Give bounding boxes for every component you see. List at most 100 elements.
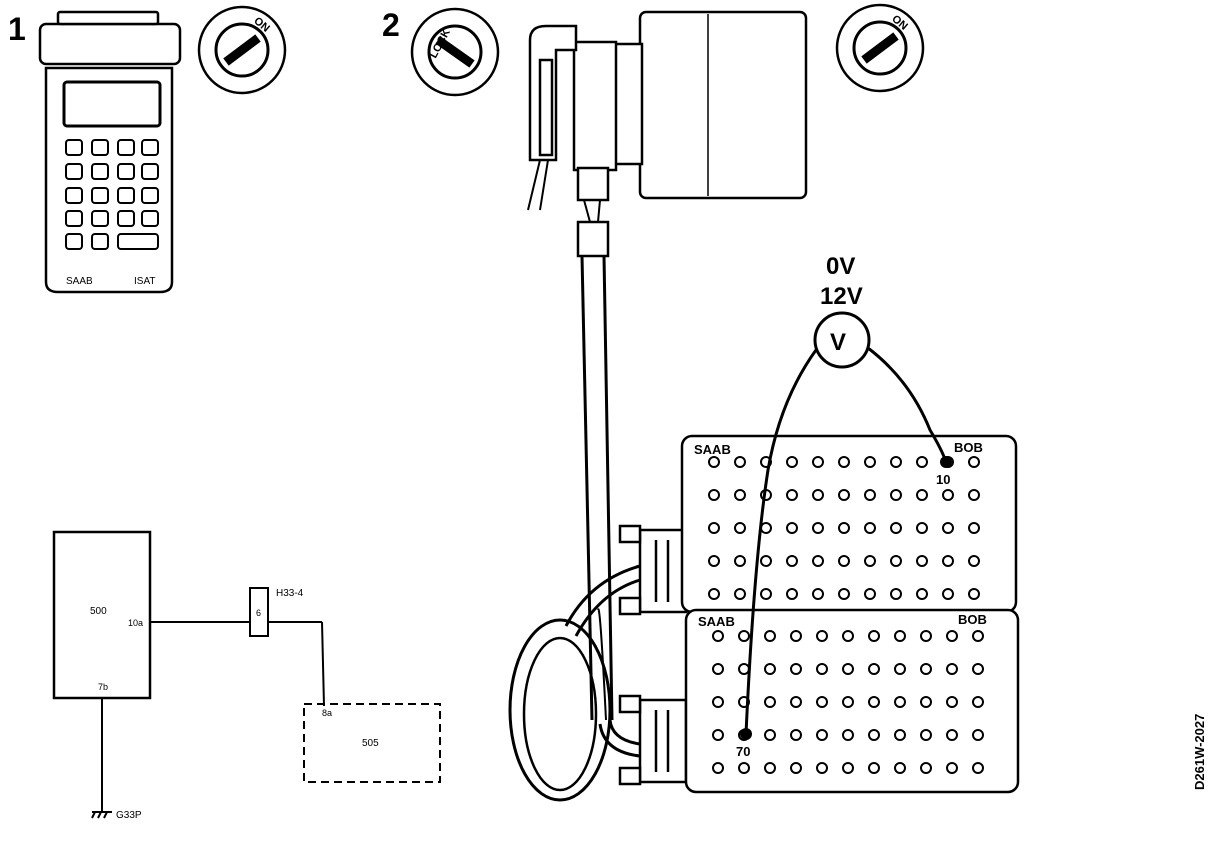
bob-socket-hole — [946, 696, 958, 708]
bob-socket-hole — [968, 456, 980, 468]
bob-socket-hole — [942, 555, 954, 567]
bob-socket-hole — [842, 729, 854, 741]
bob-socket-hole — [812, 555, 824, 567]
bob-socket-hole — [734, 456, 746, 468]
bob-socket-hole — [864, 555, 876, 567]
bob-socket-hole — [864, 588, 876, 600]
voltmeter-reading-12v: 12V — [820, 283, 863, 310]
bob-socket-hole — [868, 663, 880, 675]
bob-name-upper: BOB — [954, 440, 983, 455]
bob-socket-hole — [920, 729, 932, 741]
bob-socket-hole — [920, 630, 932, 642]
ignition-switch-3-on — [835, 3, 925, 93]
bob-socket-hole — [842, 663, 854, 675]
adapter-cable — [508, 199, 641, 802]
probe-pin-10-label: 10 — [936, 472, 950, 487]
bob-socket-hole — [920, 762, 932, 774]
bob-socket-hole — [734, 588, 746, 600]
bob-socket-hole — [708, 456, 720, 468]
bob-socket-grid — [708, 456, 984, 774]
bob-socket-hole — [864, 489, 876, 501]
bob-socket-hole — [760, 456, 772, 468]
voltmeter-symbol: V — [830, 329, 846, 356]
bob-socket-hole — [890, 522, 902, 534]
bob-socket-hole — [708, 522, 720, 534]
voltmeter-probe-leads — [744, 346, 948, 735]
bob-socket-hole — [816, 630, 828, 642]
ignition-switch-2-lock — [410, 7, 500, 97]
bob-socket-hole — [812, 489, 824, 501]
figure-id: D261W-2027 — [1192, 714, 1207, 790]
bob-brand-upper: SAAB — [694, 442, 731, 457]
bob-socket-hole — [838, 555, 850, 567]
tester-keypad — [65, 139, 159, 250]
bob-socket-hole — [786, 522, 798, 534]
bob-socket-hole — [894, 762, 906, 774]
bob-socket-hole — [708, 555, 720, 567]
bob-socket-hole — [760, 555, 772, 567]
bob-socket-hole — [972, 729, 984, 741]
bob-socket-hole — [816, 729, 828, 741]
bob-socket-hole — [712, 729, 724, 741]
bob-socket-hole — [708, 588, 720, 600]
bob-socket-hole — [764, 762, 776, 774]
bob-socket-hole — [838, 588, 850, 600]
bob-socket-hole — [842, 630, 854, 642]
bob-socket-hole — [838, 522, 850, 534]
bob-socket-hole — [712, 762, 724, 774]
bob-socket-hole — [734, 522, 746, 534]
bob-socket-hole — [894, 630, 906, 642]
bob-socket-hole — [920, 663, 932, 675]
bob-socket-hole — [812, 456, 824, 468]
bob-socket-hole — [942, 522, 954, 534]
probe-pin-70-label: 70 — [736, 744, 750, 759]
handheld-tester — [38, 10, 182, 294]
bob-socket-hole — [786, 456, 798, 468]
bob-socket-hole — [734, 489, 746, 501]
bob-socket-hole — [712, 630, 724, 642]
bob-socket-hole — [868, 729, 880, 741]
bob-socket-hole — [946, 729, 958, 741]
bob-socket-hole — [972, 696, 984, 708]
schematic-unit-505 — [303, 703, 441, 783]
bob-socket-hole — [972, 762, 984, 774]
bob-socket-hole — [916, 588, 928, 600]
bob-socket-hole — [790, 762, 802, 774]
ground-icon — [91, 811, 112, 819]
schematic-pin-7b: 7b — [98, 682, 108, 692]
schematic-connector-label: H33-4 — [276, 588, 304, 599]
voltmeter-icon — [813, 311, 871, 369]
bob-socket-hole — [738, 630, 750, 642]
bob-socket-hole — [838, 456, 850, 468]
schematic-connector-pin: 6 — [256, 608, 261, 618]
bob-socket-hole — [712, 663, 724, 675]
bob-socket-hole — [890, 456, 902, 468]
bob-socket-hole — [942, 489, 954, 501]
bob-socket-hole — [764, 729, 776, 741]
step-2-number: 2 — [382, 7, 400, 43]
bob-socket-hole — [890, 588, 902, 600]
bob-socket-hole — [868, 762, 880, 774]
bob-socket-hole — [894, 663, 906, 675]
bob-socket-hole — [916, 555, 928, 567]
bob-socket-hole — [764, 696, 776, 708]
bob-socket-hole — [842, 696, 854, 708]
bob-socket-hole — [790, 696, 802, 708]
bob-socket-hole — [790, 630, 802, 642]
bob-socket-hole — [894, 696, 906, 708]
schematic-connector — [249, 587, 269, 637]
bob-socket-hole — [942, 588, 954, 600]
bob-socket-hole — [972, 663, 984, 675]
bob-socket-hole — [916, 456, 928, 468]
bob-socket-hole — [920, 696, 932, 708]
bob-socket-hole — [738, 762, 750, 774]
control-unit — [527, 10, 808, 211]
bob-socket-hole — [786, 489, 798, 501]
bob-socket-hole — [790, 663, 802, 675]
tester-model: ISAT — [134, 276, 155, 287]
probe-point-70 — [740, 728, 752, 740]
bob-socket-hole — [734, 555, 746, 567]
schematic-ground-label: G33P — [116, 810, 142, 821]
bob-socket-hole — [764, 630, 776, 642]
